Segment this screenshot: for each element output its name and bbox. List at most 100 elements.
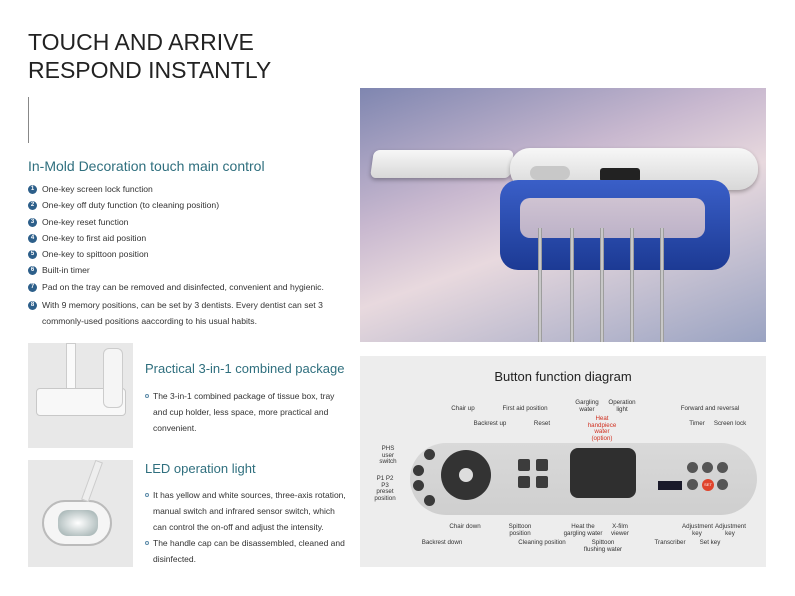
label-timer: Timer <box>689 420 705 427</box>
timer-button[interactable] <box>687 462 698 473</box>
p2-button[interactable] <box>413 480 424 491</box>
divider <box>28 97 29 143</box>
item-text: Built-in timer <box>42 265 90 276</box>
number-badge: 1 <box>28 185 37 194</box>
number-badge: 7 <box>28 282 37 292</box>
title-line-2: RESPOND INSTANTLY <box>28 57 272 83</box>
list-item: 8 With 9 memory positions, can be set by … <box>28 297 358 329</box>
first-aid-key[interactable] <box>518 459 530 471</box>
cup-holder <box>103 348 123 408</box>
number-badge: 6 <box>28 266 37 276</box>
number-badge: 4 <box>28 233 37 243</box>
label-heat-gargling: Heat the gargling water <box>563 523 603 537</box>
package-heading: Practical 3-in-1 combined package <box>145 361 345 376</box>
package-bullet: The 3-in-1 combined package of tissue bo… <box>145 388 345 436</box>
number-badge: 5 <box>28 250 37 260</box>
control-unit-photo <box>360 88 766 342</box>
label-cleaning-position: Cleaning position <box>518 539 566 546</box>
led-bullet: It has yellow and white sources, three-a… <box>145 487 350 535</box>
item-text: One-key screen lock function <box>42 184 153 194</box>
p1-button[interactable] <box>413 465 424 476</box>
phs-button[interactable] <box>424 449 435 460</box>
list-item: 6 Built-in timer <box>28 264 358 280</box>
item-text: One-key reset function <box>42 216 129 227</box>
item-text: One-key to first aid position <box>42 232 147 243</box>
bullet-text: It has yellow and white sources, three-a… <box>153 490 346 532</box>
label-chair-down: Chair down <box>449 523 481 530</box>
page-title: TOUCH AND ARRIVE RESPOND INSTANTLY <box>28 28 271 84</box>
lamp-arm <box>81 460 103 503</box>
screen-lock-button[interactable] <box>717 462 728 473</box>
led-light-photo <box>28 460 133 567</box>
transcriber-display <box>658 481 682 490</box>
feature-list: 1 One-key screen lock function 2 One-key o… <box>28 183 358 329</box>
number-badge: 2 <box>28 201 37 211</box>
adjustment-left-button[interactable] <box>687 479 698 490</box>
label-backrest-down: Backrest down <box>421 539 463 546</box>
list-item: 4 One-key to first aid position <box>28 232 358 248</box>
label-spittoon-flushing: Spittoon flushing water <box>583 539 623 553</box>
label-adjustment-right: Adjustment key <box>715 523 746 537</box>
label-reset: Reset <box>533 420 551 427</box>
list-item: 3 One-key reset function <box>28 216 358 232</box>
list-item: 5 One-key to spittoon position <box>28 248 358 264</box>
label-gargling-water: Gargling water <box>575 399 599 413</box>
label-forward-reversal: Forward and reversal <box>680 405 740 412</box>
holder-opening <box>520 198 705 238</box>
label-spittoon-position: Spittoon position <box>508 523 532 537</box>
panel-display <box>600 168 640 182</box>
label-set-key: Set key <box>699 539 721 546</box>
led-bullets: It has yellow and white sources, three-a… <box>145 487 350 567</box>
list-item: 2 One-key off duty function (to cleaning … <box>28 199 358 215</box>
led-heading: LED operation light <box>145 461 256 476</box>
label-screen-lock: Screen lock <box>713 420 747 427</box>
number-badge: 8 <box>28 301 37 311</box>
label-operation-light: Operation light <box>608 399 636 413</box>
panel-buttons <box>530 166 570 180</box>
bullet-text: The 3-in-1 combined package of tissue bo… <box>153 391 335 433</box>
label-transcriber: Transcriber <box>654 539 686 546</box>
item-text: One-key to spittoon position <box>42 249 149 260</box>
cleaning-position-key[interactable] <box>536 476 548 488</box>
hose <box>538 228 542 342</box>
diagram-title: Button function diagram <box>494 369 632 384</box>
label-adjustment-left: Adjustment key <box>682 523 713 537</box>
title-line-1: TOUCH AND ARRIVE <box>28 29 254 55</box>
label-xfilm-viewer: X-film viewer <box>611 523 629 537</box>
hose <box>600 228 604 342</box>
lamp-reflector <box>58 510 98 536</box>
pole <box>66 343 76 393</box>
label-heat-handpiece: Heat handpiece water (option) <box>587 415 617 442</box>
reset-key[interactable] <box>536 459 548 471</box>
forward-reversal-button[interactable] <box>702 462 713 473</box>
item-text: Pad on the tray can be removed and disin… <box>42 281 324 292</box>
label-preset: P1 P2 P3 preset position <box>374 475 396 502</box>
bullet-icon <box>145 394 149 398</box>
package-photo <box>28 343 133 448</box>
center-button[interactable] <box>459 468 473 482</box>
bullet-text: The handle cap can be disassembled, clea… <box>153 538 345 564</box>
item-text: With 9 memory positions, can be set by 3… <box>42 300 323 327</box>
led-bullet: The handle cap can be disassembled, clea… <box>145 535 350 567</box>
label-first-aid: First aid position <box>502 405 548 412</box>
set-button[interactable]: SET <box>702 479 714 491</box>
list-item: 7 Pad on the tray can be removed and disi… <box>28 281 358 297</box>
main-control-heading: In-Mold Decoration touch main control <box>28 158 265 174</box>
button-function-diagram: Button function diagram SET Chair up Bac… <box>360 356 766 567</box>
adjustment-right-button[interactable] <box>717 479 728 490</box>
bullet-icon <box>145 493 149 497</box>
hose <box>630 228 634 342</box>
water-keypad <box>570 448 636 498</box>
item-text: One-key off duty function (to cleaning p… <box>42 200 220 211</box>
spittoon-position-key[interactable] <box>518 476 530 488</box>
list-item: 1 One-key screen lock function <box>28 183 358 199</box>
control-panel: SET <box>410 443 757 515</box>
hose <box>570 228 574 342</box>
tray-pad <box>370 150 514 178</box>
number-badge: 3 <box>28 217 37 227</box>
label-phs: PHS user switch <box>379 445 397 466</box>
p3-button[interactable] <box>424 495 435 506</box>
bullet-icon <box>145 541 149 545</box>
hose <box>660 228 664 342</box>
label-chair-up: Chair up <box>451 405 475 412</box>
